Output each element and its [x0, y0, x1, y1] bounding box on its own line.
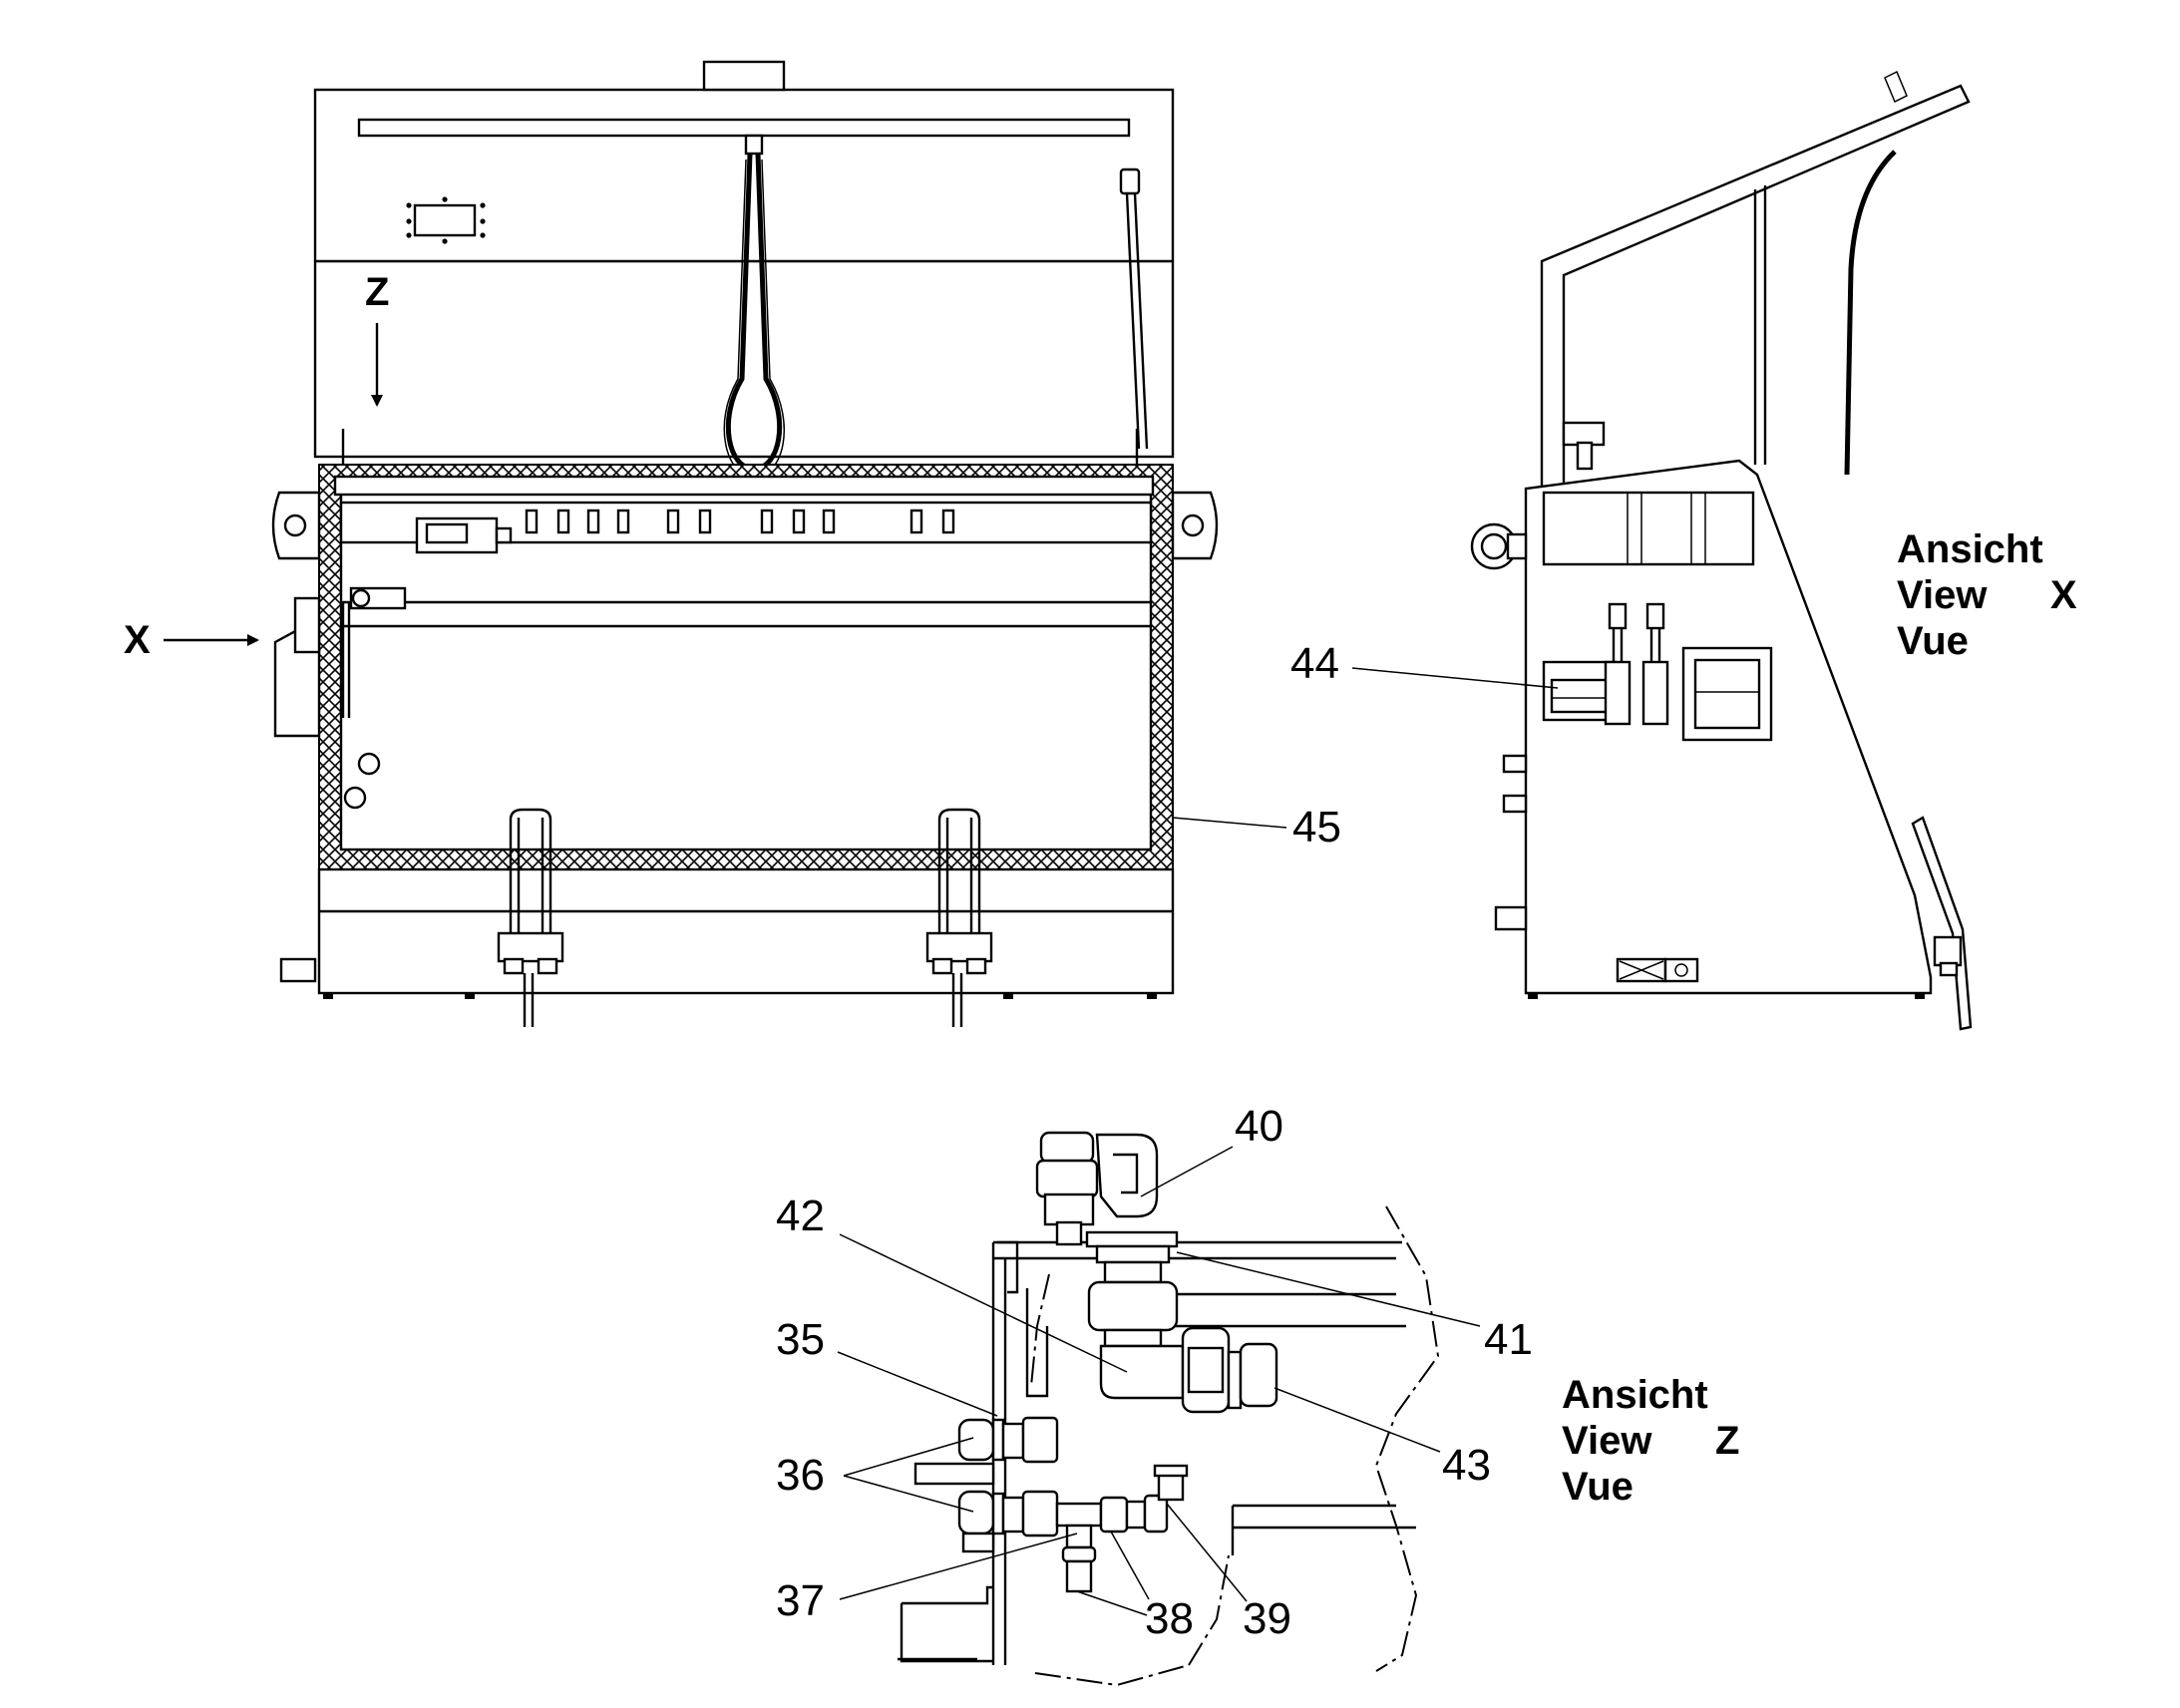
front-view: X Z 45	[124, 60, 1341, 1027]
callout-42: 42	[776, 1192, 825, 1240]
svg-text:View: View	[1897, 573, 1988, 617]
x-view-marker: X	[124, 618, 151, 662]
view-z-label: Ansicht View Z Vue	[1562, 1373, 1739, 1509]
tee-37	[1055, 1502, 1103, 1593]
callout-36: 36	[776, 1451, 825, 1500]
z-view-marker: Z	[365, 270, 389, 314]
side-view-x: 44 Ansicht View X Vue	[1290, 70, 2077, 1031]
svg-text:X: X	[2050, 573, 2077, 617]
side-plugs	[1604, 602, 1669, 726]
lid-handle	[702, 60, 786, 92]
controller-display	[415, 516, 513, 554]
callout-39: 39	[1243, 1594, 1291, 1643]
detail-view-z: 40 41 42 43 35 36 37 38 39 Ansicht View …	[776, 1102, 1739, 1687]
latch-right	[925, 808, 993, 1027]
callout-45: 45	[1292, 803, 1341, 852]
svg-text:Ansicht: Ansicht	[1562, 1373, 1708, 1417]
bulkhead-fittings-36	[913, 1416, 1059, 1553]
svg-text:Vue: Vue	[1562, 1465, 1634, 1509]
callout-37: 37	[776, 1576, 825, 1625]
elbow-fitting-40	[1035, 1131, 1159, 1246]
left-fittings	[273, 586, 407, 983]
control-box	[1542, 660, 1618, 722]
elbow-42	[1099, 1344, 1185, 1400]
callout-38: 38	[1145, 1594, 1194, 1643]
svg-text:Z: Z	[1715, 1419, 1739, 1463]
lid-top-rail	[357, 118, 1131, 138]
latch-left	[497, 808, 564, 1027]
svg-text:View: View	[1562, 1419, 1652, 1463]
fuse-holders	[525, 509, 955, 534]
callout-35: 35	[776, 1315, 825, 1364]
callout-43: 43	[1442, 1441, 1491, 1490]
fittings-38-39	[1099, 1464, 1189, 1534]
right-lifting-lug	[1171, 491, 1219, 560]
bulkhead-nut-41	[1085, 1230, 1179, 1348]
callout-41: 41	[1484, 1315, 1533, 1364]
callout-44: 44	[1290, 639, 1339, 688]
callout-40: 40	[1235, 1102, 1283, 1151]
left-lifting-lug	[271, 491, 321, 560]
nameplate	[413, 203, 477, 237]
union-43	[1181, 1326, 1278, 1414]
view-x-label: Ansicht View X Vue	[1897, 527, 2077, 663]
svg-text:Vue: Vue	[1897, 619, 1969, 663]
svg-text:Ansicht: Ansicht	[1897, 527, 2043, 571]
gas-strut	[1119, 168, 1149, 450]
leader-lines	[837, 1146, 1481, 1616]
